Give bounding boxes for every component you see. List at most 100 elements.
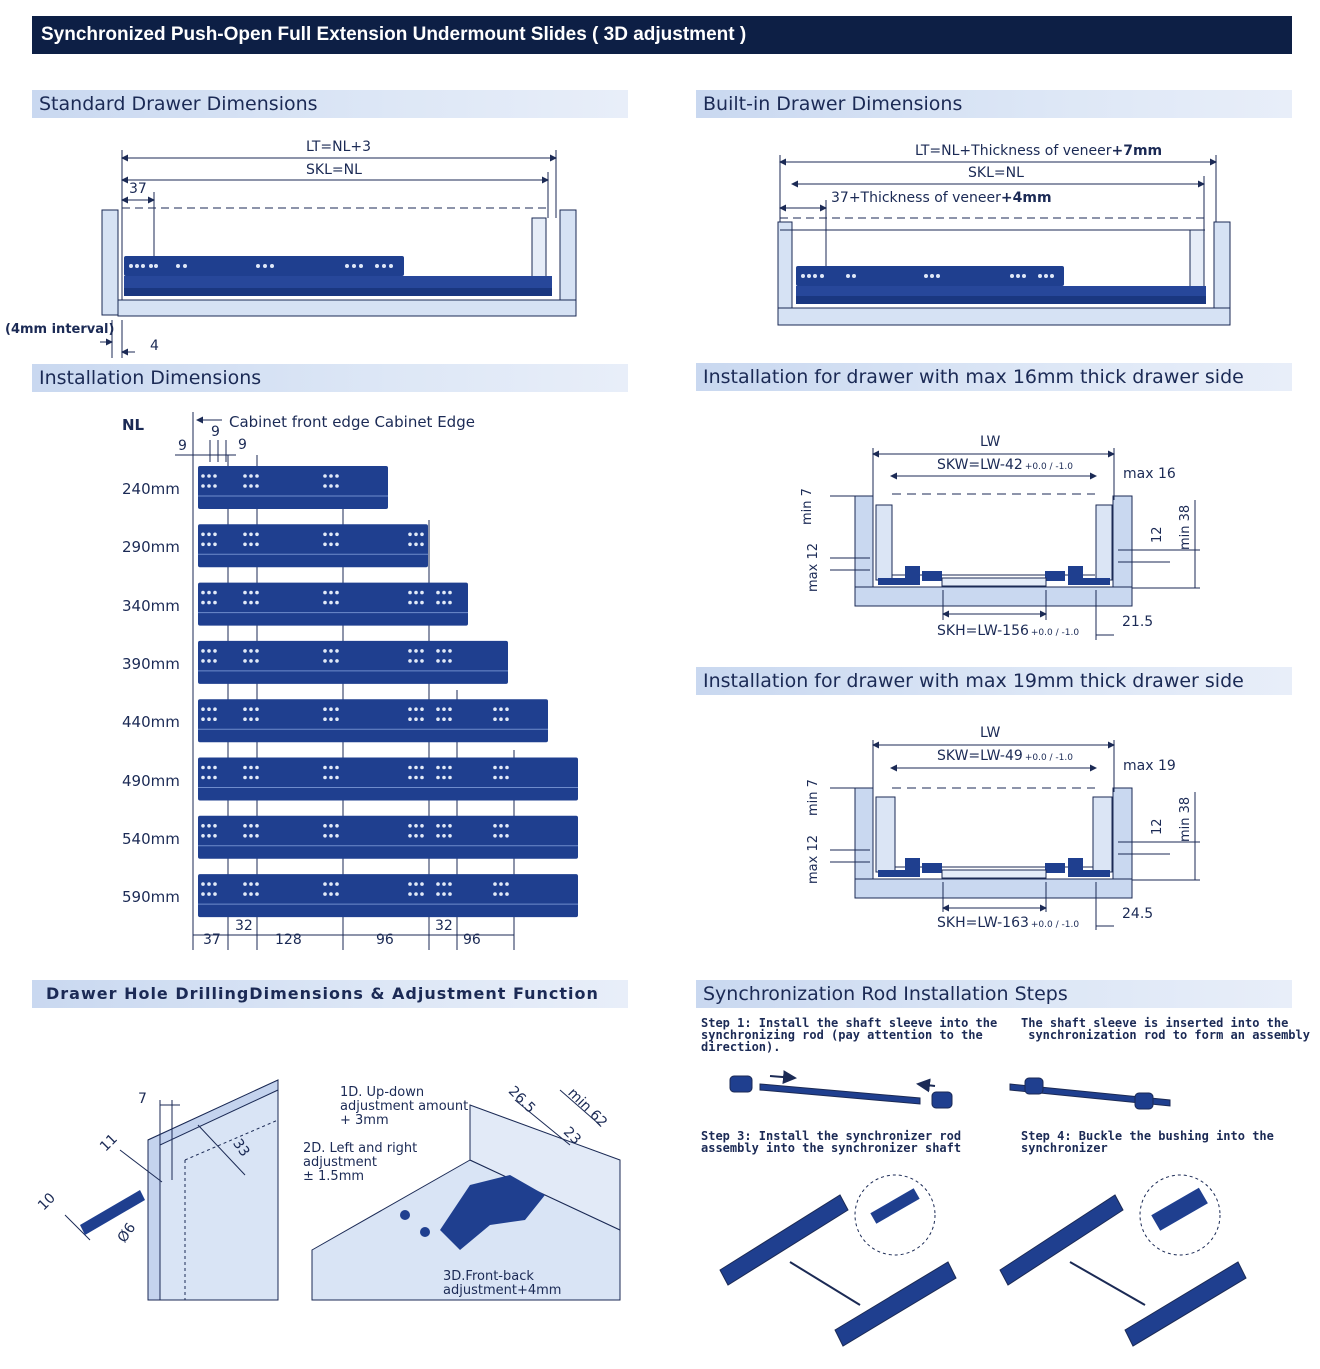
slide-hole: [335, 882, 339, 886]
sync-step1: Step 1: Install the shaft sleeve into th…: [701, 1016, 998, 1054]
slide-hole: [436, 765, 440, 770]
max19-skh-tolerance: +0.0 / -1.0: [1030, 920, 1080, 930]
slide-hole: [442, 659, 446, 663]
slide-hole: [335, 824, 339, 828]
slide-hole: [207, 882, 211, 886]
slide-hole: [201, 882, 205, 886]
slide-hole: [255, 659, 259, 663]
slide-hole: [505, 707, 509, 711]
slide-hole: [414, 600, 418, 605]
dim-9a: 9: [178, 438, 187, 454]
slide-hole: [249, 882, 253, 886]
slide-hole: [201, 717, 205, 721]
slide-hole: [329, 882, 333, 886]
slide-hole: [213, 717, 217, 721]
slide-hole: [505, 892, 509, 896]
slide-hole: [201, 542, 205, 547]
slide-hole: [420, 882, 424, 886]
section-max19: Installation for drawer with max 19mm th…: [696, 667, 1292, 695]
max16-215: 21.5: [1122, 614, 1154, 630]
slide-hole: [448, 775, 452, 780]
slide-hole: [323, 717, 327, 721]
slide-hole: [442, 765, 446, 770]
bottom-dim-32b: 32: [435, 918, 453, 934]
slide-hole: [493, 717, 497, 721]
slide-hole: [414, 717, 418, 721]
slide-hole: [414, 892, 418, 896]
slide-hole: [414, 824, 418, 828]
slide-hole: [255, 834, 259, 838]
slide-hole: [213, 649, 217, 653]
nl-length-label: 240mm: [122, 480, 180, 498]
slide-hole: [249, 765, 253, 770]
slide-hole: [255, 892, 259, 896]
slide-hole: [207, 824, 211, 828]
slide-hole: [249, 659, 253, 663]
slide-hole: [243, 532, 247, 537]
max19-skw-tolerance: +0.0 / -1.0: [1024, 753, 1073, 763]
slide-hole: [448, 824, 452, 828]
max16-lw: LW: [980, 434, 1001, 450]
slide-hole: [329, 659, 333, 663]
slide-hole: [207, 649, 211, 653]
section-builtin-drawer: Built-in Drawer Dimensions: [696, 90, 1292, 118]
dim-37: 37: [129, 181, 147, 197]
max19-skw: SKW=LW-49+0.0 / -1.0: [937, 748, 1073, 764]
slide-hole: [255, 590, 259, 595]
bottom-dim-96b: 96: [463, 932, 481, 948]
slide-hole: [213, 590, 217, 595]
slide-hole: [207, 707, 211, 711]
max16-skw: SKW=LW-42+0.0 / -1.0: [937, 457, 1073, 473]
slide-hole: [420, 834, 424, 838]
slide-hole: [201, 474, 205, 478]
max19-skh: SKH=LW-163+0.0 / -1.0: [937, 915, 1080, 931]
slide-hole: [335, 707, 339, 711]
section-drilling: Drawer Hole DrillingDimensions & Adjustm…: [32, 980, 628, 1008]
nl-header: NL: [122, 416, 145, 434]
dim-interval: (4mm interval): [5, 322, 115, 337]
slide-hole: [243, 892, 247, 896]
slide-hole: [448, 707, 452, 711]
slide-hole: [243, 707, 247, 711]
slide-hole: [442, 717, 446, 721]
slide-hole: [323, 532, 327, 537]
slide-hole: [499, 892, 503, 896]
slide-hole: [442, 834, 446, 838]
slide-hole: [249, 484, 253, 488]
nl-length-label: 490mm: [122, 771, 180, 790]
slide-hole: [329, 892, 333, 896]
slide-hole: [207, 590, 211, 595]
slide-hole: [201, 590, 205, 595]
slide-hole: [243, 484, 247, 488]
dim-builtin-skl: SKL=NL: [968, 165, 1024, 181]
dim-4: 4: [150, 338, 159, 354]
dim-lt: LT=NL+3: [306, 139, 372, 155]
slide-hole: [201, 892, 205, 896]
slide-hole: [335, 474, 339, 478]
dim-builtin-lt: LT=NL+Thickness of veneer+7mm: [915, 143, 1163, 159]
slide-hole: [255, 824, 259, 828]
slide-hole: [420, 590, 424, 595]
slide-hole: [323, 824, 327, 828]
slide-hole: [207, 717, 211, 721]
slide-hole: [448, 834, 452, 838]
slide-hole: [499, 717, 503, 721]
slide-hole: [442, 590, 446, 595]
slide-hole: [436, 649, 440, 653]
slide-hole: [243, 765, 247, 770]
slide-hole: [249, 775, 253, 780]
nl-length-label: 590mm: [122, 888, 180, 907]
slide-hole: [408, 649, 412, 653]
slide-hole: [255, 649, 259, 653]
slide-hole: [255, 600, 259, 605]
slide-hole: [436, 717, 440, 721]
slide-hole: [448, 717, 452, 721]
adj-up-down: 1D. Up-down adjustment amount + 3mm: [340, 1085, 469, 1128]
slide-hole: [207, 659, 211, 663]
slide-hole: [255, 532, 259, 537]
slide-hole: [323, 765, 327, 770]
